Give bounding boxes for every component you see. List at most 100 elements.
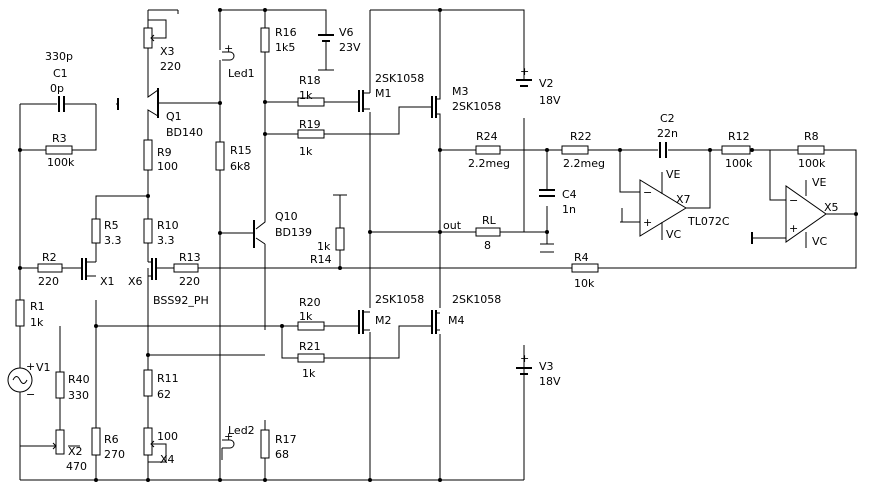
mosfet-m2 [355,310,370,334]
led-led1 [222,51,235,61]
label-x4-name: X4 [160,453,175,466]
label-led1-plus: + [224,42,233,55]
label-v6-value: 23V [339,41,361,54]
label-r19-name: R19 [299,118,321,131]
label-r2-value: 220 [38,275,59,288]
mosfet-m4 [431,310,440,334]
label-v3-plus: + [520,352,529,365]
resistor-r4 [571,263,599,273]
label-x6-name: X6 [128,275,143,288]
label-r4-name: R4 [574,251,589,264]
mosfet-x1 [78,258,96,280]
resistor-r10 [143,218,153,244]
battery-v2 [516,79,532,87]
capacitor-c2 [659,142,667,158]
opamp-x7 [639,172,687,240]
resistor-r16 [260,27,270,53]
voltage-source-v1 [7,367,33,393]
resistor-r5 [91,218,101,244]
resistor-r11 [143,369,153,397]
resistor-r6 [91,427,101,456]
label-x7-name: X7 [676,193,691,206]
label-r24-value: 2.2meg [468,157,510,170]
resistor-r14 [335,227,345,251]
label-q10-part: BD139 [275,226,312,239]
resistor-r9 [143,139,153,171]
label-r14-value: 1k [317,240,331,253]
label-q10-name: Q10 [275,210,298,223]
label-x7-plus: + [643,216,652,229]
label-v6-name: V6 [339,26,354,39]
label-q1-part: BD140 [166,126,203,139]
label-r17-value: 68 [275,448,289,461]
label-r19-value: 1k [299,145,313,158]
led-led2 [221,439,235,460]
label-v2-plus: + [520,65,529,78]
label-m1-part: 2SK1058 [375,72,424,85]
label-r40-value: 330 [68,389,89,402]
component-labels: 330p C1 0p R3 100k X3 220 Q1 BD140 R9 10… [26,26,839,473]
label-x2-value: 470 [66,460,87,473]
label-r14-name: R14 [310,253,332,266]
label-x1-name: X1 [100,275,115,288]
label-r18-value: 1k [299,89,313,102]
label-x2-name: X2 [68,445,83,458]
label-c1-name: C1 [53,67,68,80]
label-r10-value: 3.3 [157,234,175,247]
mosfet-x6 [148,258,174,280]
label-r6-name: R6 [104,433,119,446]
resistor-r2 [37,263,63,273]
label-r9-name: R9 [157,146,172,159]
capacitor-c4 [539,189,555,197]
resistor-r13 [173,263,199,273]
potentiometer-x4 [143,427,156,456]
label-r24-name: R24 [476,130,498,143]
resistor-r18 [297,97,325,107]
label-r11-value: 62 [157,388,171,401]
label-m1-name: M1 [375,87,392,100]
label-x5-ve: VE [812,176,827,189]
label-r15-value: 6k8 [230,160,250,173]
label-out: out [443,219,462,232]
label-m3-name: M3 [452,85,469,98]
label-m4-part: 2SK1058 [452,293,501,306]
label-c2-value: 22n [657,127,678,140]
label-c1-value: 0p [50,82,64,95]
label-r5-value: 3.3 [104,234,122,247]
resistor-r17 [260,429,270,459]
label-x5-minus: − [789,194,798,207]
resistor-r40 [55,371,65,399]
label-m2-name: M2 [375,314,392,327]
label-r2-name: R2 [42,251,57,264]
label-led2: Led2 [228,424,255,437]
label-r15-name: R15 [230,144,252,157]
label-rl-value: 8 [484,239,491,252]
label-x7-vc: VC [666,228,682,241]
label-r5-name: R5 [104,219,119,232]
label-x4-value: 100 [157,430,178,443]
capacitor-c1 [58,96,65,112]
label-r6-value: 270 [104,448,125,461]
label-c4-value: 1n [562,203,576,216]
label-r3-name: R3 [52,132,67,145]
label-r9-value: 100 [157,160,178,173]
label-x3-name: X3 [160,45,175,58]
label-r4-value: 10k [574,277,595,290]
label-r12-value: 100k [725,157,753,170]
label-m2-part: 2SK1058 [375,293,424,306]
label-r12-name: R12 [728,130,750,143]
resistor-r20 [297,321,325,331]
mosfet-m3 [431,85,441,118]
resistor-r19 [297,129,325,139]
label-bss-part: BSS92_PH [153,294,209,307]
resistor-r21 [297,353,325,363]
label-v1-plus: + [26,360,35,373]
label-r13-value: 220 [179,275,200,288]
resistor-rl [475,227,501,237]
label-r18-name: R18 [299,74,321,87]
junctions [18,8,858,482]
resistor-r3 [45,145,73,155]
label-r10-name: R10 [157,219,179,232]
label-r22-value: 2.2meg [563,157,605,170]
